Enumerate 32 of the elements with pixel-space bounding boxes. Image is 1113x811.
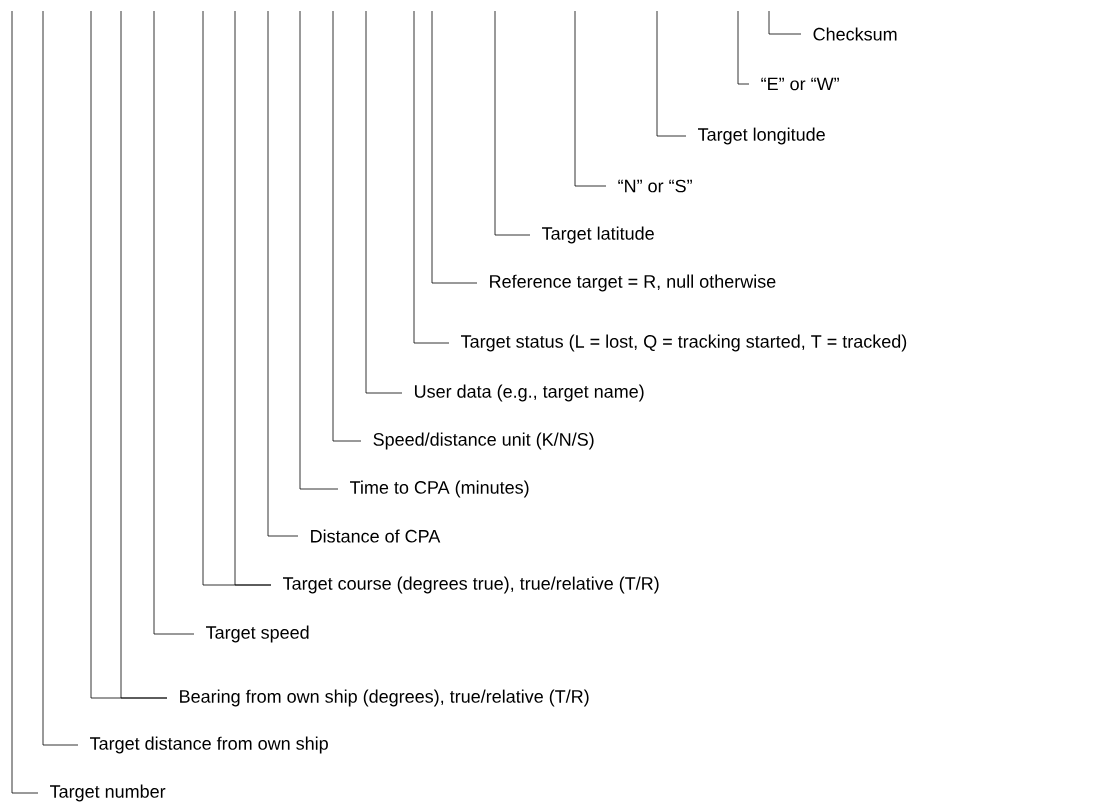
- leader-line: [768, 10, 802, 35]
- field-label: Speed/distance unit (K/N/S): [373, 432, 594, 450]
- field-label: Target status (L = lost, Q = tracking started, T = tracked): [461, 334, 907, 352]
- field-label: Target longitude: [698, 127, 825, 145]
- leader-line: [153, 10, 195, 635]
- leader-line: [574, 10, 607, 187]
- leader-line: [431, 10, 478, 284]
- field-label: Bearing from own ship (degrees), true/relative (T/R): [180, 689, 589, 707]
- field-label: Target distance from own ship: [90, 736, 328, 754]
- leader-line: [332, 10, 362, 442]
- leader-line: [737, 10, 750, 85]
- field-label: Target course (degrees true), true/relative (T/R): [283, 576, 659, 594]
- field-label: “E” or “W”: [761, 77, 839, 91]
- leader-line: [120, 10, 168, 699]
- leader-line: [267, 10, 299, 537]
- field-label: Target speed: [206, 625, 309, 643]
- field-label: Time to CPA (minutes): [350, 480, 529, 498]
- field-label: Reference target = R, null otherwise: [490, 274, 776, 292]
- leader-line: [299, 10, 339, 490]
- leader-line: [42, 10, 79, 746]
- leader-line: [656, 10, 687, 137]
- leader-line: [494, 10, 531, 236]
- leader-line: [11, 10, 39, 794]
- field-label: Target number: [50, 784, 166, 802]
- field-label: Distance of CPA: [311, 529, 441, 543]
- field-label: Target latitude: [542, 226, 654, 244]
- leader-line: [365, 10, 403, 394]
- leader-line: [234, 10, 272, 586]
- leader-line: [413, 10, 450, 344]
- field-label: User data (e.g., target name): [415, 384, 644, 402]
- field-label: Checksum: [813, 27, 897, 41]
- field-label: “N” or “S”: [618, 179, 692, 193]
